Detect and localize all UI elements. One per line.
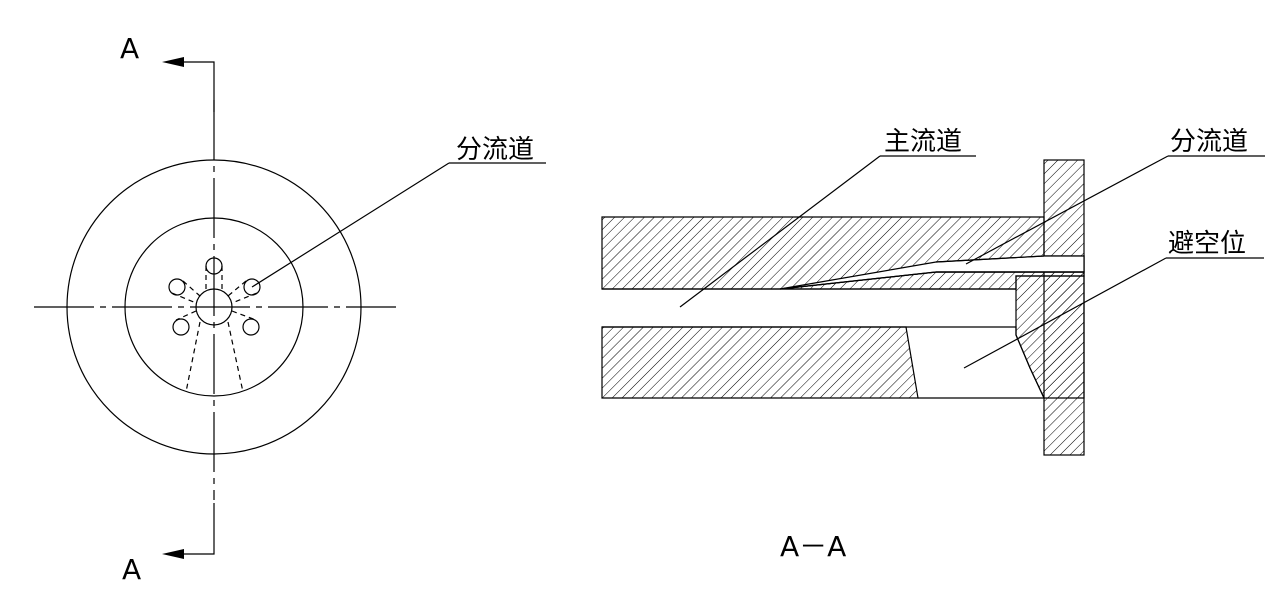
- main-channel-leader: [679, 155, 881, 308]
- section-line-top: [170, 61, 215, 112]
- main-channel-label: 主流道: [884, 127, 962, 157]
- branch-channel-leader-section: [965, 155, 1169, 265]
- branch-upper-edge: [935, 255, 1045, 263]
- section-marker-bottom: A: [122, 553, 141, 586]
- branch-hole-upper-left: [168, 278, 186, 296]
- branch-hole-lower-right: [242, 318, 260, 336]
- front-branch-channel-label: 分流道: [456, 135, 534, 165]
- section-arrow-bottom: [162, 549, 184, 559]
- section-caption: A－A: [780, 530, 846, 563]
- clearance-outline: [906, 326, 1045, 399]
- front-view: [34, 57, 546, 559]
- hidden-branch-lines: [171, 266, 258, 393]
- flange-insert-hatched: [1015, 275, 1085, 399]
- section-branch-channel-label: 分流道: [1170, 127, 1248, 157]
- clearance-label: 避空位: [1168, 229, 1246, 259]
- section-line-bottom: [170, 503, 215, 555]
- branch-channel-leader: [251, 162, 450, 288]
- branch-hole-lower-left: [172, 318, 190, 336]
- inner-circle: [124, 217, 304, 397]
- section-arrow-top: [162, 57, 184, 67]
- section-marker-top: A: [120, 32, 139, 65]
- center-main-channel-circle: [195, 288, 233, 326]
- lower-body-hatched: [601, 326, 919, 399]
- section-view: [601, 155, 1265, 456]
- branch-hole-upper-right: [243, 278, 261, 296]
- outer-circle: [66, 159, 362, 455]
- clearance-leader: [963, 257, 1167, 369]
